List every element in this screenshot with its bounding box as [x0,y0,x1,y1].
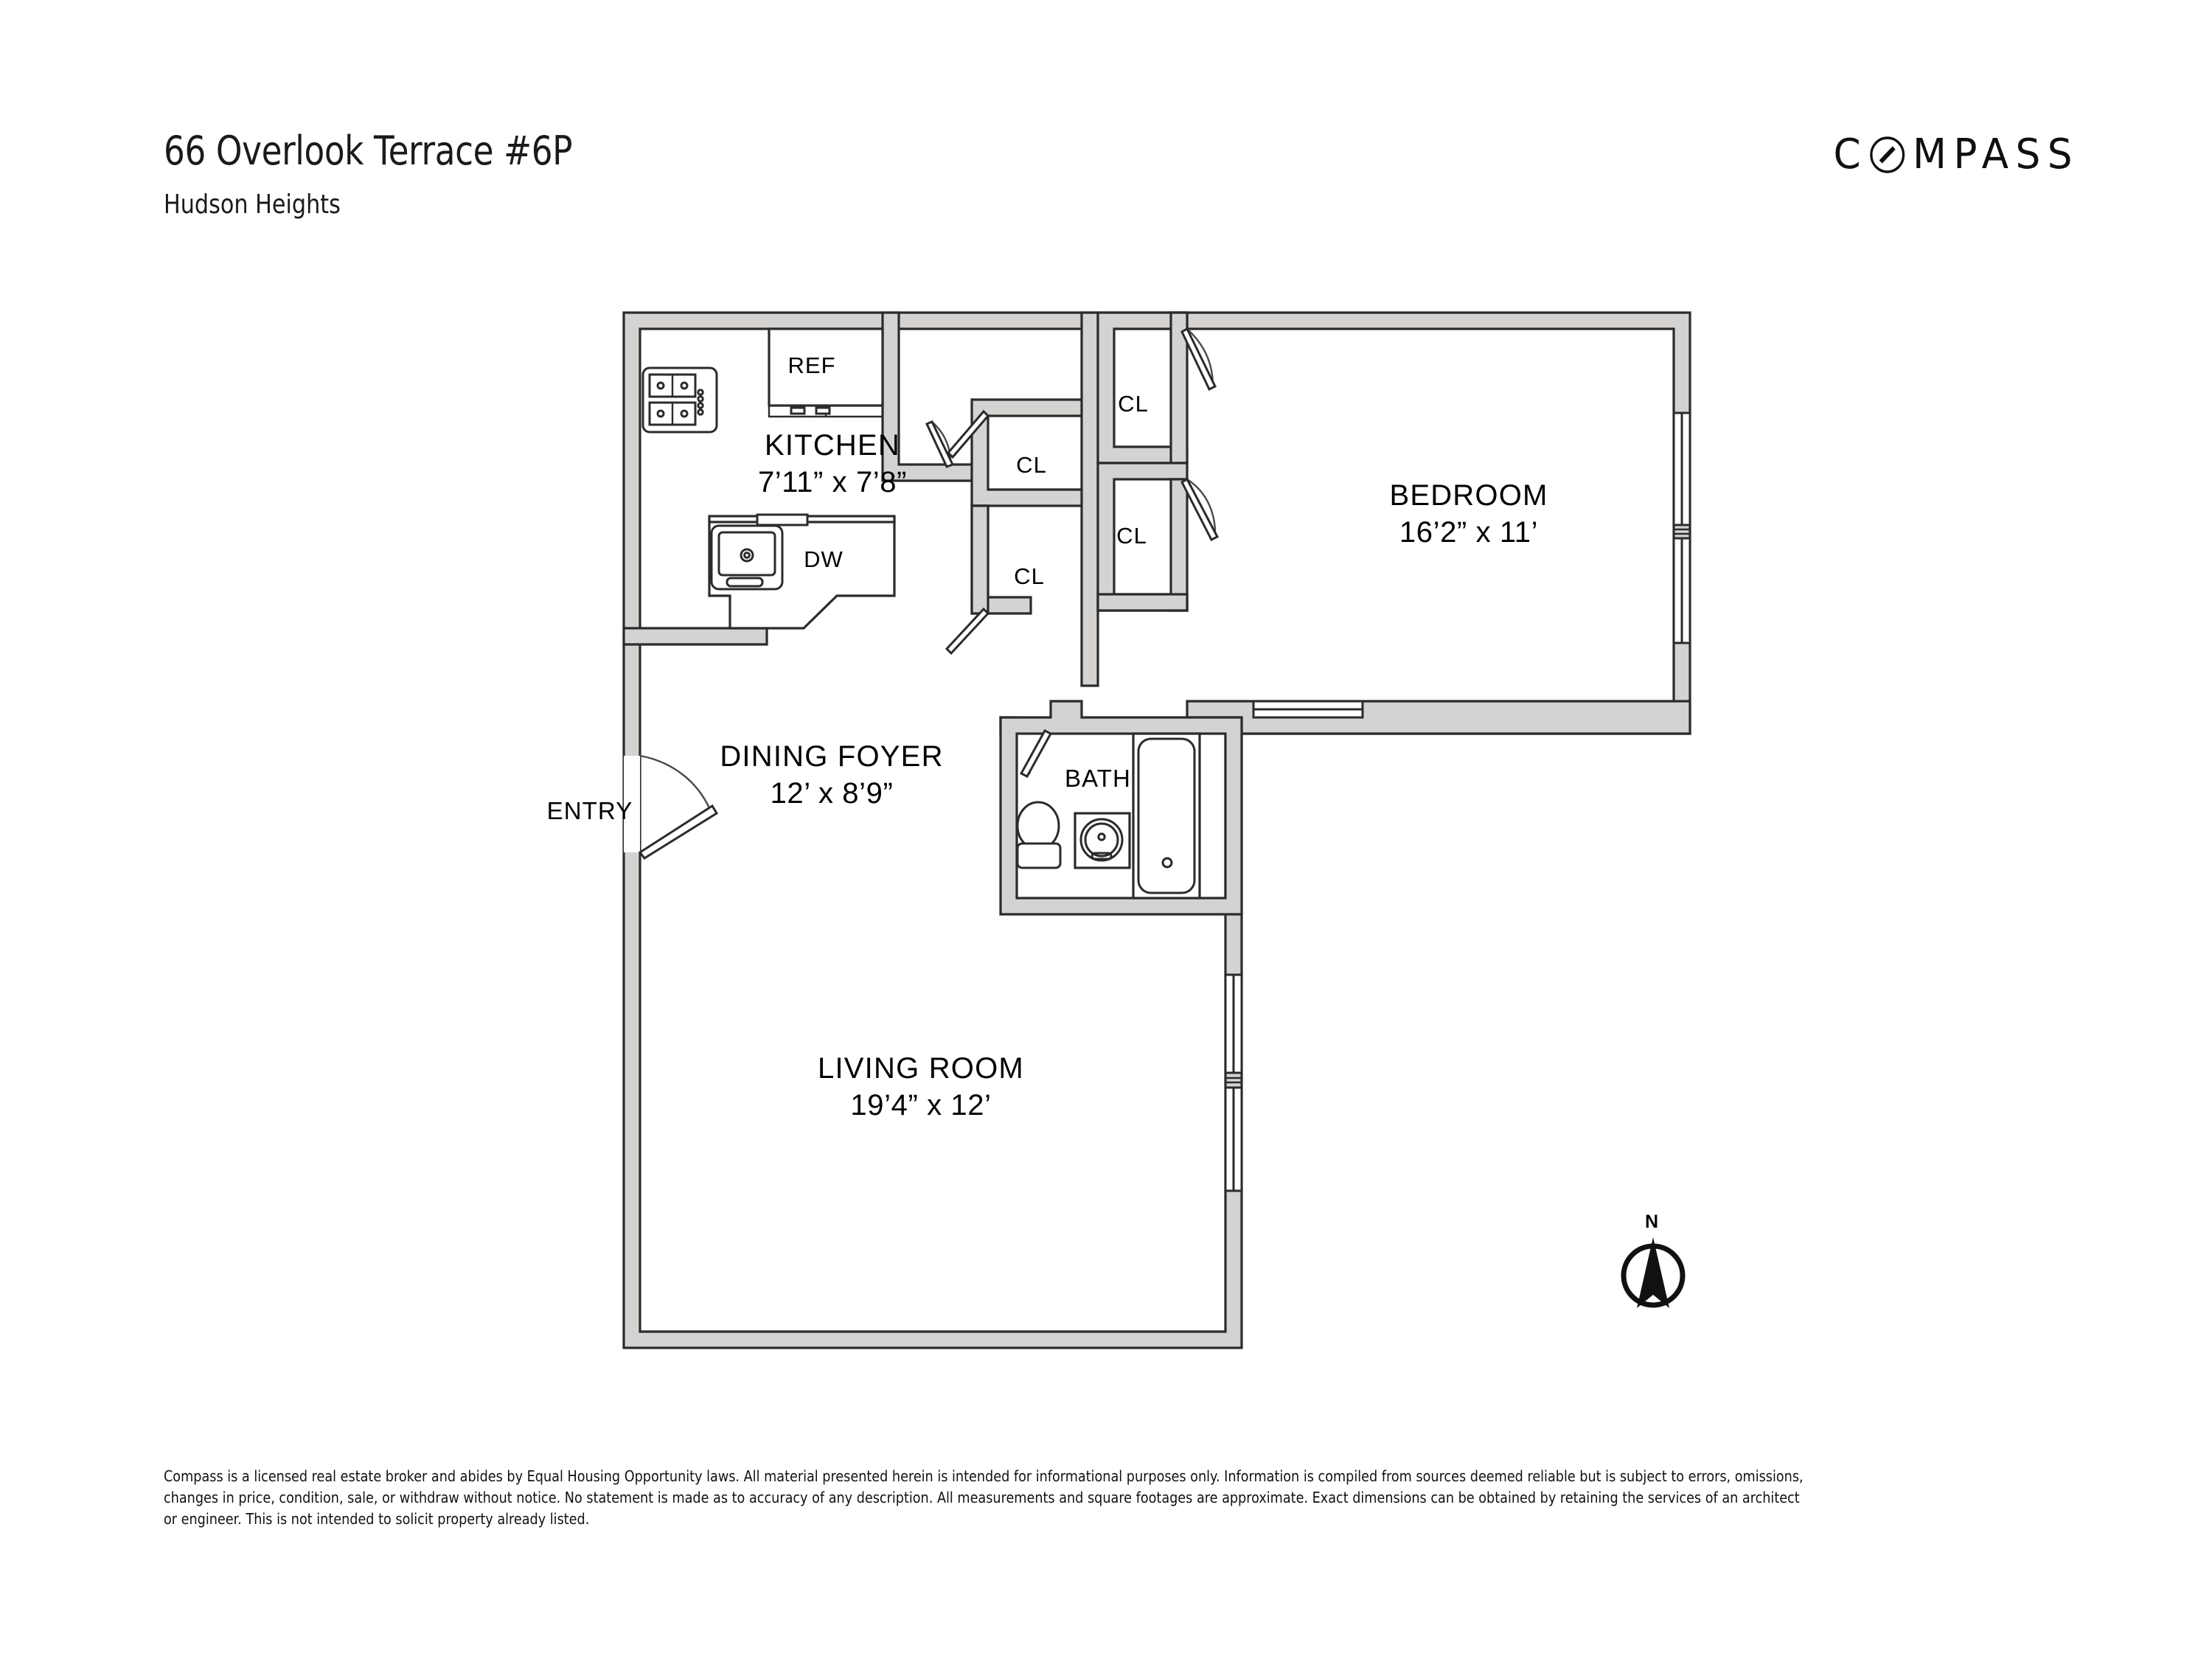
bedroom-window-upper [1672,411,1691,526]
closets-cluster [945,311,1220,687]
room-label-kitchen: KITCHEN 7’11” x 7’8” [758,428,907,501]
dining-foyer-dimensions: 12’ x 8’9” [770,776,894,810]
brand-text-after: MPASS [1912,131,2079,178]
bedroom-room [1186,411,1691,735]
dishwasher-text: DW [804,546,844,572]
toilet-icon [1016,801,1062,869]
appliance-label-refrigerator: REF [788,352,836,380]
bedroom-window-lower [1672,537,1691,644]
room-label-bedroom: BEDROOM 16’2” x 11’ [1389,478,1548,551]
appliance-label-dishwasher: DW [804,546,844,574]
north-arrow-icon [1621,1237,1686,1308]
entry-door [624,754,719,860]
legal-disclaimer: Compass is a licensed real estate broker… [164,1467,1804,1528]
page-subtitle: Hudson Heights [164,189,341,220]
entry-text: ENTRY [546,797,633,824]
closet-1-text: CL [1118,391,1149,417]
bedroom-name: BEDROOM [1389,479,1548,512]
entry-label: ENTRY [547,796,633,827]
closet-4-text: CL [1014,563,1045,589]
compass-north-label: N [1644,1211,1659,1232]
living-room-window-lower [1224,1086,1243,1192]
closet-label-2: CL [1016,451,1047,479]
compass-logo: C MPASS [1834,134,2079,175]
closet-label-3: CL [1116,522,1147,550]
page-header: 66 Overlook Terrace #6P Hudson Heights C… [0,0,2212,265]
title-block: 66 Overlook Terrace #6P Hudson Heights [164,131,650,218]
refrigerator-icon [768,327,884,417]
refrigerator-text: REF [787,352,836,378]
closet-1-door [1180,327,1217,392]
brand-text-before: C [1833,131,1868,178]
kitchen-dimensions: 7’11” x 7’8” [757,465,908,498]
bath-door [1019,729,1053,778]
living-room-dimensions: 19’4” x 12’ [850,1088,992,1121]
bath-room [999,700,1243,916]
closet-3-door [1180,477,1220,542]
room-label-dining-foyer: DINING FOYER 12’ x 8’9” [720,739,943,812]
dining-foyer-name: DINING FOYER [720,740,944,773]
bath-name: BATH [1065,765,1131,792]
compass-slashed-o-icon [1869,136,1905,174]
page-title: 66 Overlook Terrace #6P [164,128,573,174]
closet-label-1: CL [1118,390,1149,418]
room-label-living-room: LIVING ROOM 19’4” x 12’ [818,1051,1024,1124]
closet-2-door [946,409,990,459]
room-label-bath: BATH [1065,764,1131,794]
bath-sink-icon [1074,812,1131,869]
range-icon [641,366,718,434]
bedroom-dimensions: 16’2” x 11’ [1399,515,1539,549]
closet-label-4: CL [1014,563,1045,591]
closet-2-text: CL [1016,452,1047,478]
living-room-window-upper [1224,973,1243,1074]
compass-rose: N [1600,1211,1703,1331]
bedroom-window-bottom [1252,700,1364,719]
kitchen-door [925,420,955,468]
closet-3-text: CL [1116,523,1147,549]
bathtub-icon [1132,732,1201,900]
living-room-name: LIVING ROOM [818,1052,1024,1085]
kitchen-name: KITCHEN [765,429,900,462]
kitchen-sink-icon [710,524,784,591]
closet-4-door [945,607,990,655]
